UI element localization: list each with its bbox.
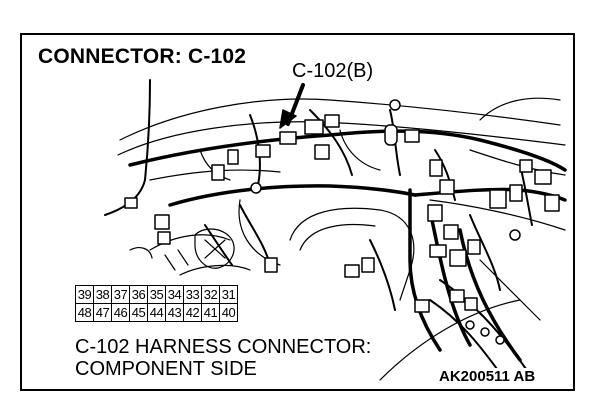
connector-callout-label: C-102(B) bbox=[292, 60, 374, 82]
pin-cell: 35 bbox=[147, 285, 166, 304]
steering-column bbox=[129, 228, 235, 271]
pin-cell: 47 bbox=[93, 303, 112, 322]
pin-cell: 38 bbox=[93, 285, 112, 304]
pin-cell: 36 bbox=[129, 285, 148, 304]
caption-line-1: C-102 HARNESS CONNECTOR: bbox=[75, 336, 372, 358]
pin-cell: 34 bbox=[165, 285, 184, 304]
pin-row-top: 39 38 37 36 35 34 33 32 31 bbox=[75, 285, 238, 304]
pin-cell: 37 bbox=[111, 285, 130, 304]
pin-cell: 40 bbox=[219, 303, 238, 322]
arrow-head bbox=[279, 109, 297, 129]
pin-cell: 48 bbox=[75, 303, 94, 322]
pin-cell: 39 bbox=[75, 285, 94, 304]
connector-blocks bbox=[124, 99, 560, 345]
diagram-title: CONNECTOR: C-102 bbox=[38, 45, 247, 68]
pin-cell: 41 bbox=[201, 303, 220, 322]
pin-row-bottom: 48 47 46 45 44 43 42 41 40 bbox=[75, 303, 238, 322]
pin-cell: 44 bbox=[147, 303, 166, 322]
pin-cell: 45 bbox=[129, 303, 148, 322]
pin-cell: 43 bbox=[165, 303, 184, 322]
pin-cell: 31 bbox=[219, 285, 238, 304]
caption-line-2: COMPONENT SIDE bbox=[75, 358, 257, 380]
connector-caption: C-102 HARNESS CONNECTOR: COMPONENT SIDE bbox=[75, 336, 371, 380]
pin-cell: 33 bbox=[183, 285, 202, 304]
pin-cell: 46 bbox=[111, 303, 130, 322]
pin-cell: 42 bbox=[183, 303, 202, 322]
pin-cell: 32 bbox=[201, 285, 220, 304]
figure-code: AK200511 AB bbox=[437, 368, 538, 385]
connector-pin-layout: 39 38 37 36 35 34 33 32 31 48 47 46 45 4… bbox=[75, 285, 238, 322]
